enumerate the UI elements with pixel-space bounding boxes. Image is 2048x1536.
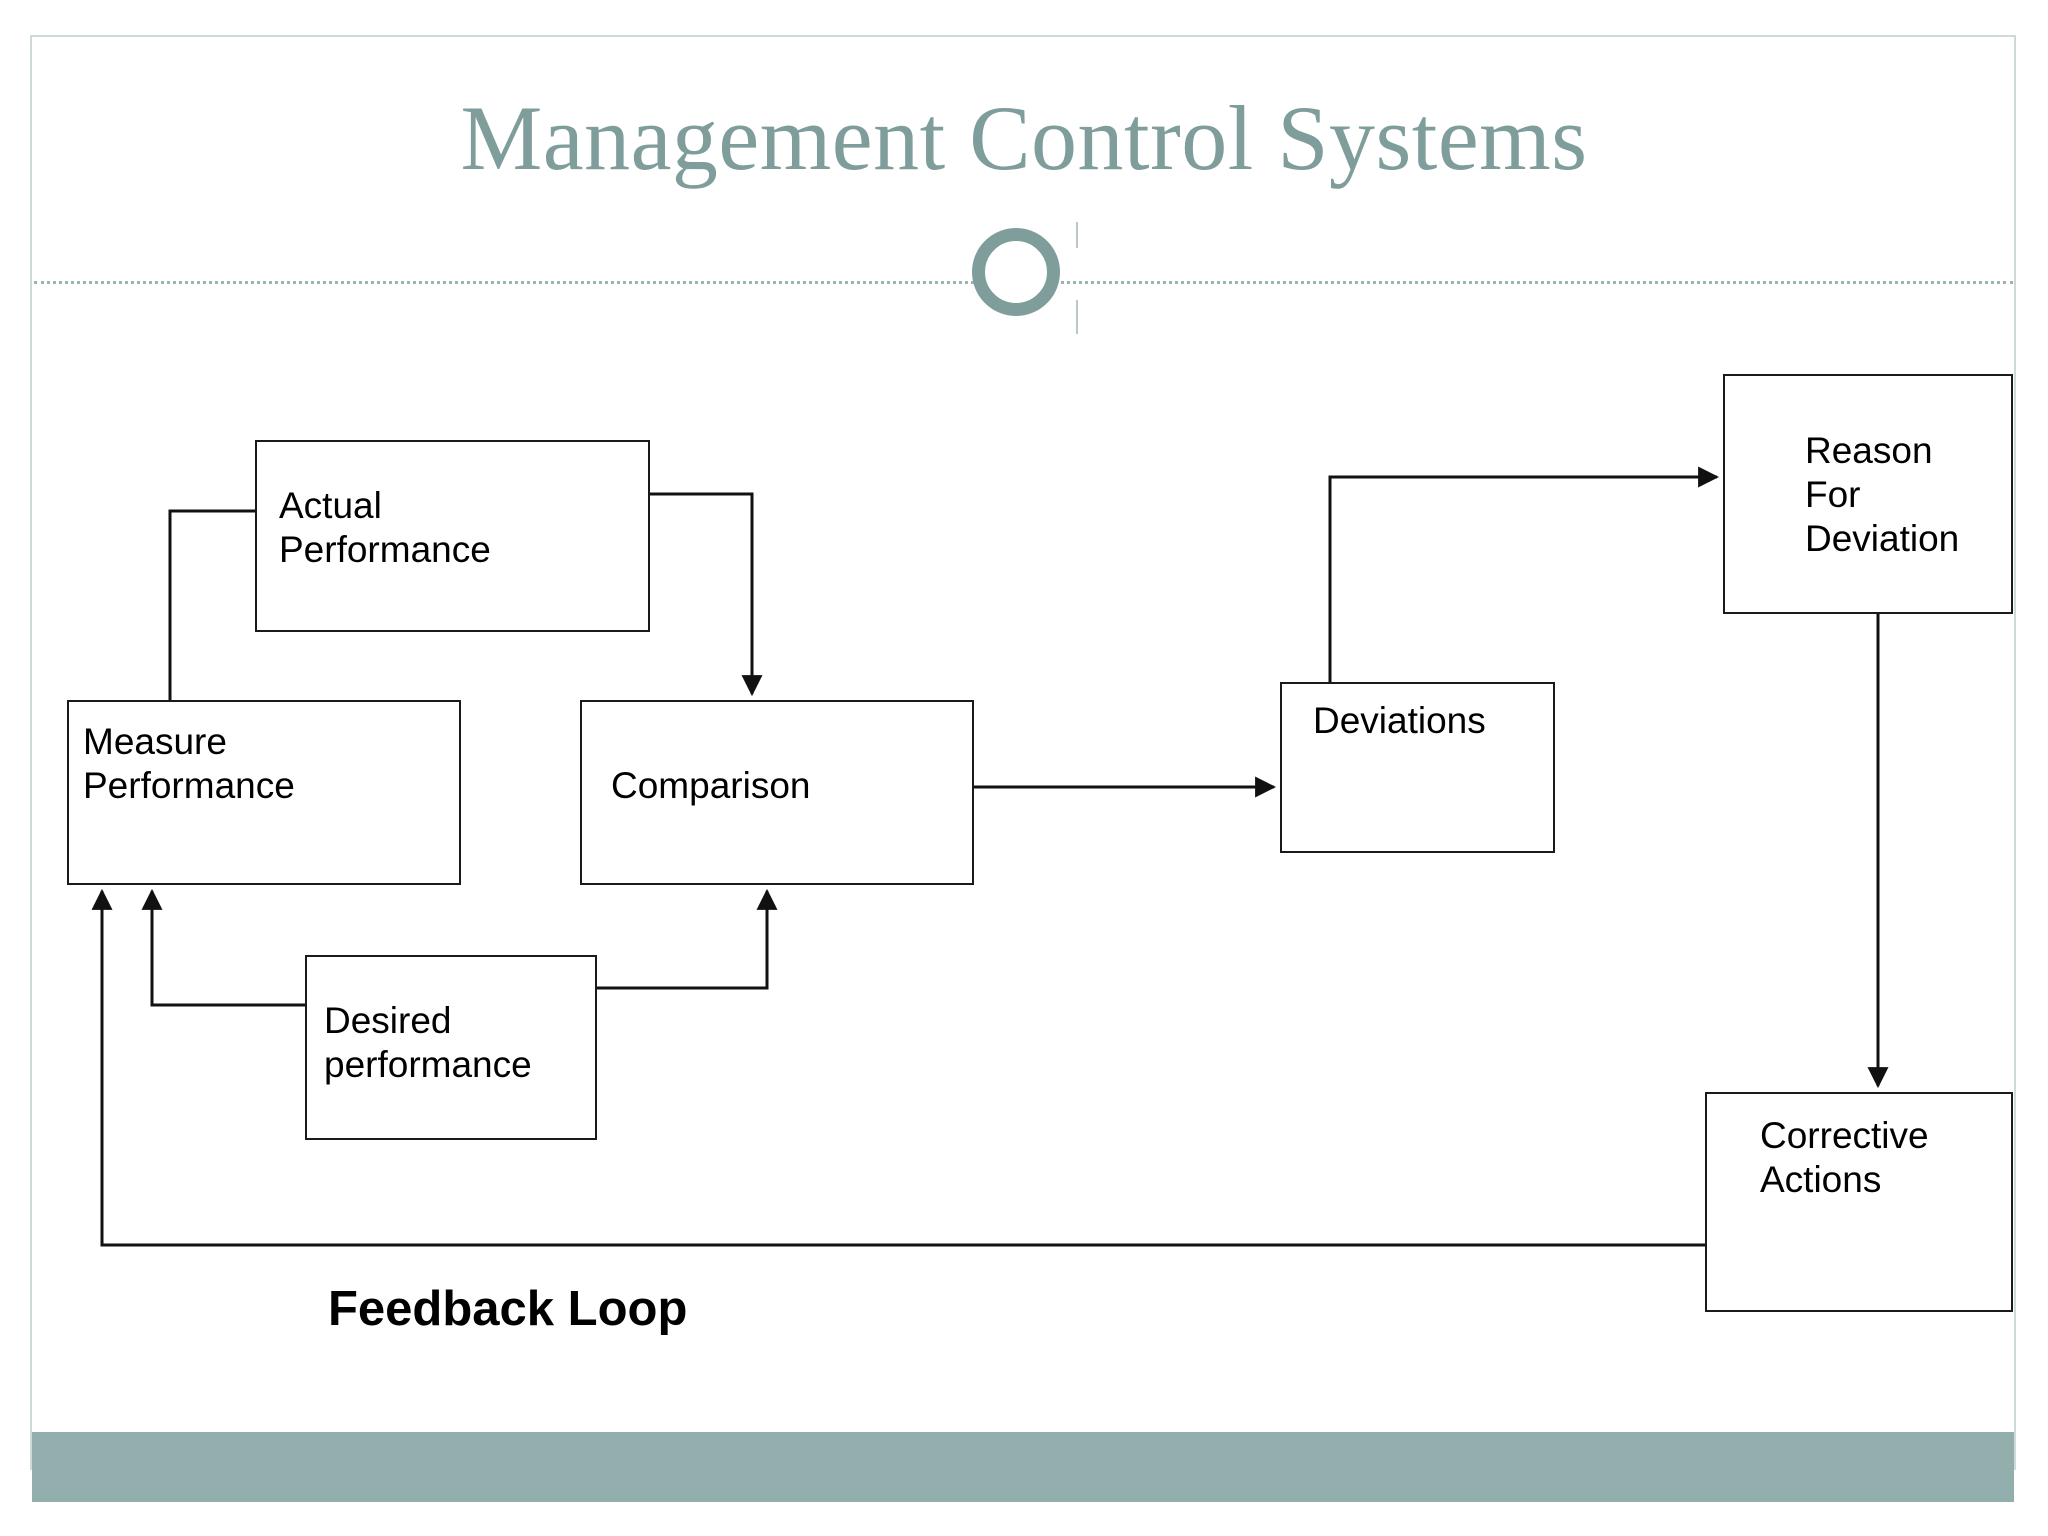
- node-comparison-label: Comparison: [611, 765, 811, 806]
- edge-desired-to-comparison: [597, 888, 778, 990]
- node-actual-performance[interactable]: Actual Performance: [255, 440, 650, 632]
- node-desired-performance[interactable]: Desired performance: [305, 955, 597, 1140]
- edge-actual-to-comparison: [650, 492, 763, 697]
- ring-tick-top-icon: [1076, 222, 1078, 248]
- node-measure-performance[interactable]: Measure Performance: [67, 700, 461, 885]
- decorative-circle-icon: [972, 228, 1060, 316]
- node-actual-performance-label: Actual Performance: [279, 485, 491, 571]
- ring-tick-bottom-icon: [1076, 300, 1078, 334]
- bottom-accent-bar: [32, 1432, 2014, 1502]
- edge-deviations-to-reason: [1328, 466, 1720, 682]
- node-deviations[interactable]: Deviations: [1280, 682, 1555, 853]
- node-reason-for-deviation[interactable]: Reason For Deviation: [1723, 374, 2013, 614]
- node-measure-performance-label: Measure Performance: [83, 721, 295, 807]
- node-corrective-actions-label: Corrective Actions: [1760, 1115, 1929, 1201]
- edge-desired-to-measure: [141, 888, 305, 1007]
- node-deviations-label: Deviations: [1313, 700, 1486, 741]
- edge-actual-to-measure: [168, 509, 255, 700]
- node-reason-for-deviation-label: Reason For Deviation: [1805, 430, 1960, 560]
- feedback-loop-caption: Feedback Loop: [328, 1282, 688, 1336]
- node-corrective-actions[interactable]: Corrective Actions: [1705, 1092, 2013, 1312]
- page-title: Management Control Systems: [460, 87, 1588, 189]
- node-desired-performance-label: Desired performance: [324, 1000, 532, 1086]
- node-comparison[interactable]: Comparison: [580, 700, 974, 885]
